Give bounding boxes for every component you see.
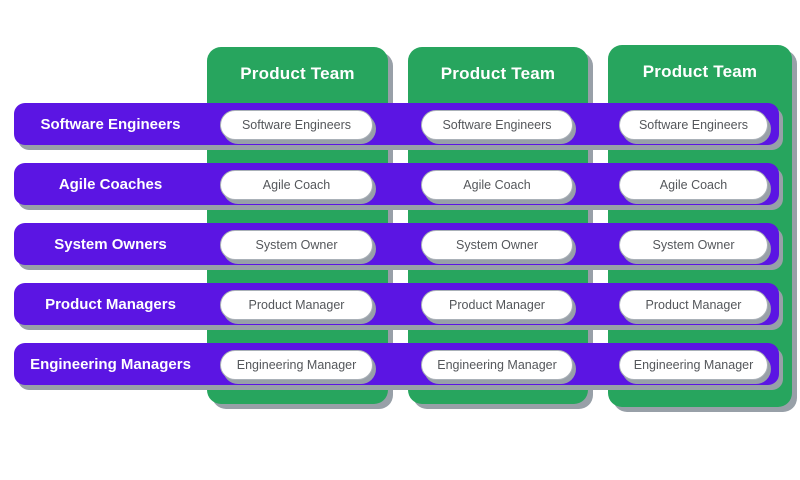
role-pill: Agile Coach [220, 170, 373, 200]
row-label: System Owners [54, 235, 167, 253]
role-pill: Product Manager [421, 290, 573, 320]
role-pill: Engineering Manager [619, 350, 768, 380]
role-pill: Agile Coach [619, 170, 768, 200]
role-pill: Software Engineers [619, 110, 768, 140]
column-header: Product Team [240, 64, 355, 83]
column-header: Product Team [642, 62, 758, 81]
role-pill: Product Manager [220, 290, 373, 320]
role-pill: Engineering Manager [421, 350, 573, 380]
role-pill: System Owner [220, 230, 373, 260]
role-pill: Software Engineers [220, 110, 373, 140]
role-pill: System Owner [619, 230, 768, 260]
row-label: Software Engineers [40, 115, 181, 133]
role-pill: System Owner [421, 230, 573, 260]
column-header: Product Team [440, 64, 556, 83]
role-pill: Software Engineers [421, 110, 573, 140]
role-pill: Engineering Manager [220, 350, 373, 380]
row-label: Agile Coaches [58, 175, 163, 193]
row-label: Engineering Managers [30, 355, 191, 373]
row-label: Product Managers [45, 295, 176, 313]
role-pill: Product Manager [619, 290, 768, 320]
role-pill: Agile Coach [421, 170, 573, 200]
